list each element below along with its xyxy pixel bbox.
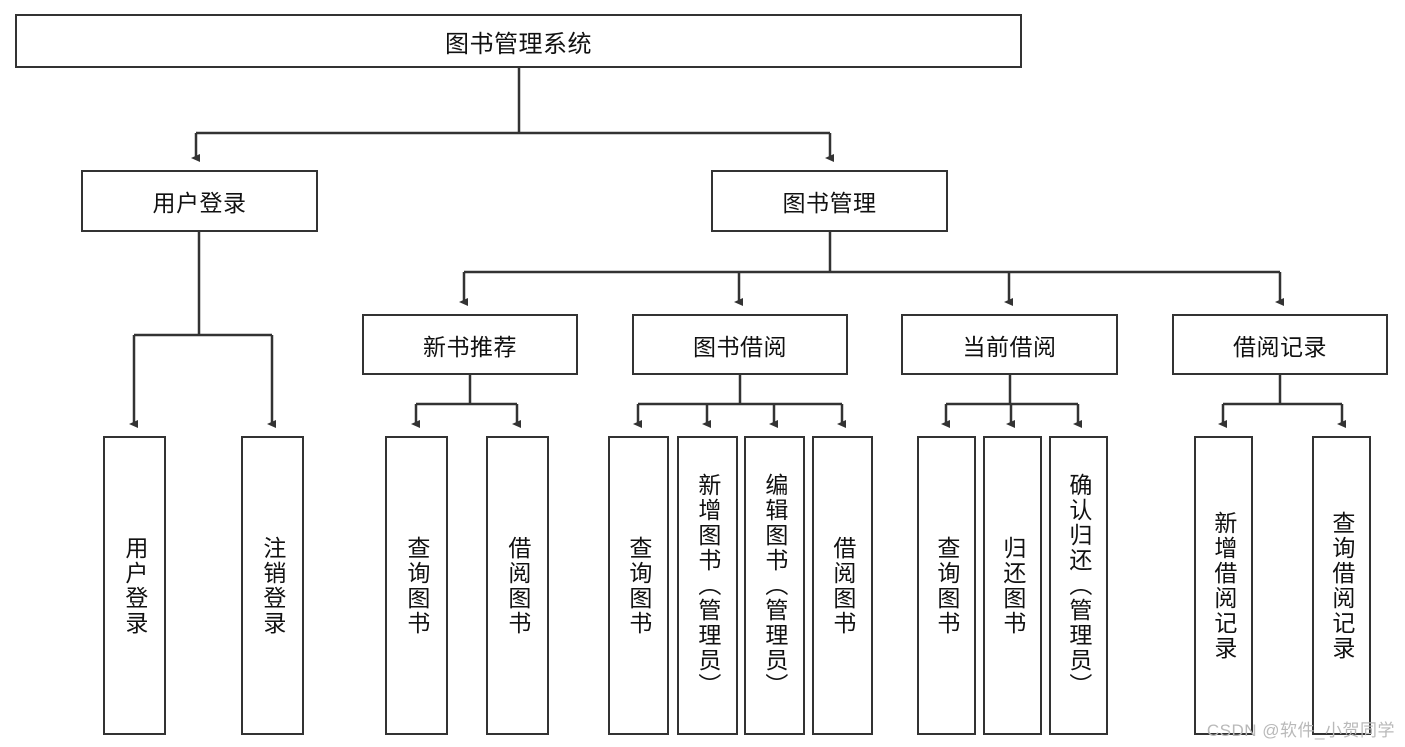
- node-leaf-query-book-1-label: 查询图书: [403, 535, 430, 636]
- node-leaf-edit-book-label: 编辑图书（管理员）: [761, 473, 788, 698]
- node-new-book-recommend[interactable]: 新书推荐: [362, 314, 578, 375]
- node-leaf-add-book[interactable]: 新增图书（管理员）: [677, 436, 738, 735]
- node-book-borrow-label: 图书借阅: [693, 333, 787, 360]
- watermark: CSDN @软件_小贺同学: [1206, 721, 1395, 740]
- node-leaf-borrow-book-1[interactable]: 借阅图书: [486, 436, 549, 735]
- node-book-manage[interactable]: 图书管理: [711, 170, 948, 232]
- node-leaf-query-book-1[interactable]: 查询图书: [385, 436, 448, 735]
- node-current-borrow[interactable]: 当前借阅: [901, 314, 1118, 375]
- node-leaf-query-book-2-label: 查询图书: [625, 535, 652, 636]
- node-leaf-return-book-label: 归还图书: [999, 535, 1026, 636]
- node-root[interactable]: 图书管理系统: [15, 14, 1022, 68]
- node-leaf-query-record[interactable]: 查询借阅记录: [1312, 436, 1371, 735]
- node-leaf-return-book[interactable]: 归还图书: [983, 436, 1042, 735]
- node-leaf-add-record[interactable]: 新增借阅记录: [1194, 436, 1253, 735]
- node-root-label: 图书管理系统: [445, 30, 592, 58]
- node-leaf-user-logout-label: 注销登录: [259, 535, 286, 636]
- node-leaf-query-record-label: 查询借阅记录: [1328, 510, 1355, 661]
- node-leaf-confirm-return-label: 确认归还（管理员）: [1065, 473, 1092, 698]
- node-new-book-recommend-label: 新书推荐: [423, 333, 517, 360]
- node-leaf-query-book-2[interactable]: 查询图书: [608, 436, 669, 735]
- node-leaf-query-book-3[interactable]: 查询图书: [917, 436, 976, 735]
- node-user-login-label: 用户登录: [152, 190, 247, 216]
- node-leaf-query-book-3-label: 查询图书: [933, 535, 960, 636]
- node-borrow-record-label: 借阅记录: [1233, 333, 1327, 360]
- node-leaf-edit-book[interactable]: 编辑图书（管理员）: [744, 436, 805, 735]
- node-leaf-user-logout[interactable]: 注销登录: [241, 436, 304, 735]
- node-leaf-borrow-book-2-label: 借阅图书: [829, 535, 856, 636]
- node-book-borrow[interactable]: 图书借阅: [632, 314, 848, 375]
- node-borrow-record[interactable]: 借阅记录: [1172, 314, 1388, 375]
- node-leaf-borrow-book-1-label: 借阅图书: [504, 535, 531, 636]
- node-user-login[interactable]: 用户登录: [81, 170, 318, 232]
- node-current-borrow-label: 当前借阅: [962, 333, 1057, 360]
- node-leaf-user-login[interactable]: 用户登录: [103, 436, 166, 735]
- node-leaf-add-record-label: 新增借阅记录: [1210, 510, 1237, 661]
- node-leaf-borrow-book-2[interactable]: 借阅图书: [812, 436, 873, 735]
- node-leaf-add-book-label: 新增图书（管理员）: [694, 473, 721, 698]
- node-book-manage-label: 图书管理: [782, 190, 877, 216]
- node-leaf-user-login-label: 用户登录: [121, 535, 148, 636]
- node-leaf-confirm-return[interactable]: 确认归还（管理员）: [1049, 436, 1108, 735]
